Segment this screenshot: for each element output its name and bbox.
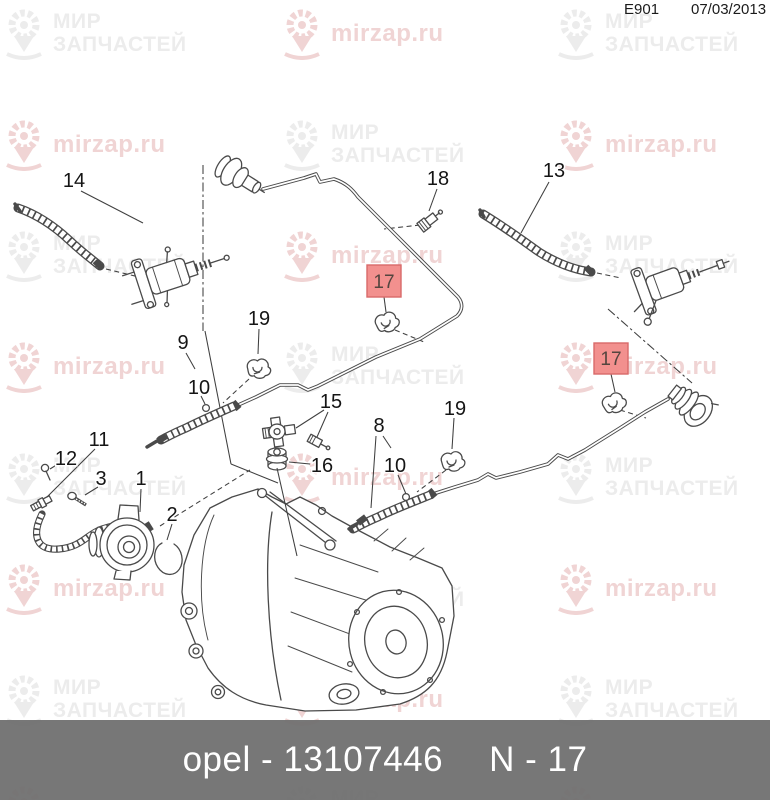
part-label-8: 8 [373, 415, 384, 437]
watermark-text: mirzap.ru [605, 131, 718, 159]
watermark-text: mirzap.ru [331, 20, 444, 48]
part-10-washer-rear [401, 492, 411, 502]
pin-gear-icon [6, 9, 42, 60]
part-label-19-rear: 19 [444, 398, 466, 420]
part-label-12: 12 [55, 448, 77, 470]
footer-sheet-number: N - 17 [489, 740, 588, 779]
part-label-11: 11 [89, 429, 110, 451]
footer-part-number: opel - 13107446 [182, 740, 444, 779]
transmission-housing [180, 487, 455, 712]
highlight-box [593, 342, 629, 375]
watermark-text: mirzap.ru [605, 575, 718, 603]
pin-gear-icon [6, 120, 42, 171]
part-18-fitting [416, 209, 444, 233]
part-label-10-rear: 10 [384, 455, 406, 477]
watermark-text: mirzap.ru [53, 353, 166, 381]
part-2-oring [154, 542, 183, 576]
part-15-t-fitting [261, 416, 297, 448]
part-label-16: 16 [311, 455, 333, 477]
footer-bar: opel - 13107446 N - 17 [0, 720, 770, 800]
watermark-site-tile: mirzap.ru [4, 563, 166, 615]
part-15-bleeder-screw [306, 433, 331, 451]
highlight-text: 17 [600, 349, 621, 370]
watermark-text: mirzap.ru [53, 131, 166, 159]
highlighted-label-17-front: 17 [366, 264, 402, 298]
pin-gear-icon [558, 342, 594, 393]
part-label-10-front: 10 [188, 377, 210, 399]
part-label-1: 1 [135, 468, 146, 490]
clip-19-rear [440, 451, 466, 472]
watermark-site-tile: mirzap.ru [4, 119, 166, 171]
highlight-box [366, 264, 402, 298]
label-leaders [46, 181, 616, 541]
pin-gear-icon [6, 342, 42, 393]
pin-gear-icon [558, 9, 594, 60]
part-14-hose [13, 202, 105, 271]
part-label-15: 15 [320, 391, 342, 413]
watermark-site-tile: mirzap.ru [282, 8, 444, 60]
highlight-text: 17 [373, 272, 394, 293]
part-label-18: 18 [427, 168, 449, 190]
page-code: E901 [624, 1, 660, 18]
watermark-site-tile: mirzap.ru [556, 563, 718, 615]
pin-gear-icon [558, 453, 594, 504]
watermark-site-tile: mirzap.ru [556, 119, 718, 171]
pin-gear-icon [284, 231, 320, 282]
pin-gear-icon [284, 9, 320, 60]
watermark-site-tile: mirzap.ru [4, 341, 166, 393]
part-1-release-bearing [88, 504, 155, 581]
part-label-19-front: 19 [248, 308, 270, 330]
part-label-9: 9 [177, 332, 188, 354]
pin-gear-icon [284, 120, 320, 171]
pin-gear-icon [6, 564, 42, 615]
pin-gear-icon [558, 120, 594, 171]
pipe-connector-bellows [214, 155, 265, 194]
part-label-3: 3 [95, 468, 106, 490]
watermark-text: mirzap.ru [53, 575, 166, 603]
part-16-bushing [265, 447, 289, 471]
part-12-bolt [40, 463, 51, 481]
part-13-hose [478, 208, 596, 277]
part-8-hose [347, 490, 435, 534]
highlighted-label-17-rear: 17 [593, 342, 629, 375]
watermark-site-tile: mirzap.ru [282, 230, 444, 282]
part-label-2: 2 [166, 504, 177, 526]
clip-19-front [245, 357, 273, 380]
bulkhead-grommet [667, 384, 719, 427]
pin-gear-icon [558, 564, 594, 615]
page-date: 07/03/2013 [691, 1, 767, 18]
pin-gear-icon [6, 231, 42, 282]
part-3-bolt [67, 491, 87, 507]
right-master-cylinder [630, 258, 730, 326]
part-label-13: 13 [543, 160, 565, 182]
part-label-14: 14 [63, 170, 85, 192]
cover-bolts [346, 588, 446, 696]
left-master-cylinder [121, 246, 230, 310]
part-10-washer-front [201, 403, 211, 413]
part-16-projection-line [276, 467, 298, 557]
part-9-hose [145, 401, 239, 449]
